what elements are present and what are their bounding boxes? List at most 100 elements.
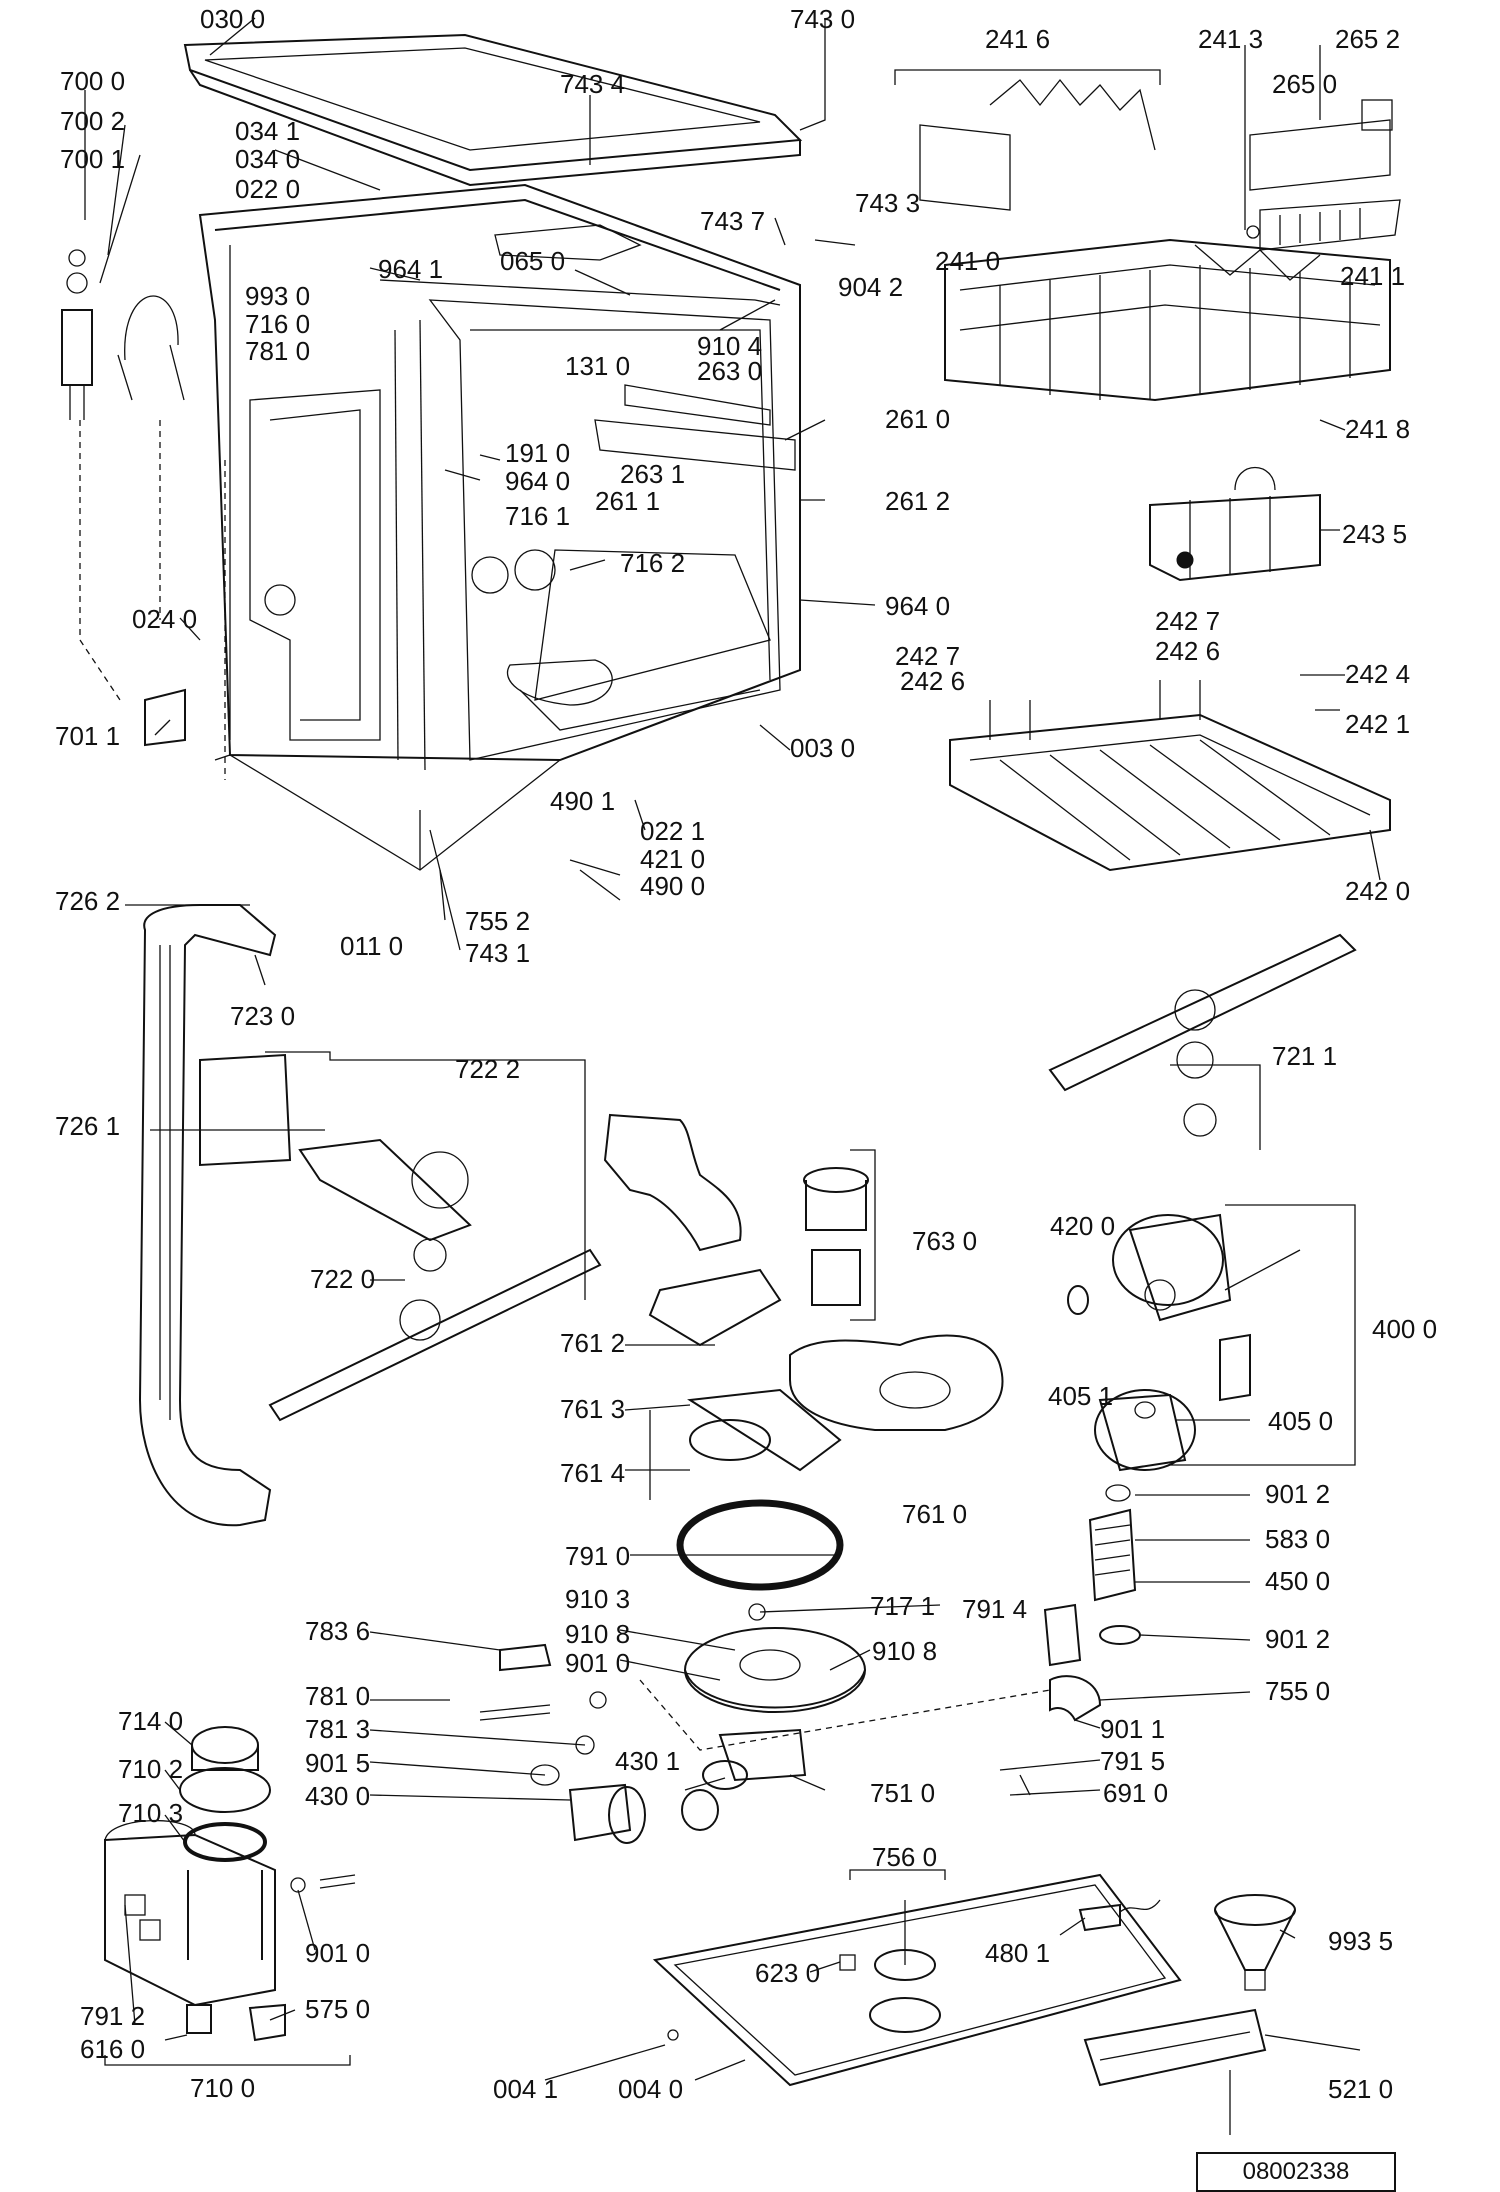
part-label: 721 1 bbox=[1272, 1041, 1337, 1071]
part-label: 781 0 bbox=[245, 336, 310, 366]
part-label: 726 2 bbox=[55, 886, 120, 916]
spray-arm-part bbox=[268, 933, 1357, 1422]
group-brackets bbox=[104, 69, 1356, 2066]
part-label: 575 0 bbox=[305, 1994, 370, 2024]
part-label: 243 5 bbox=[1342, 519, 1407, 549]
drain-pump-part bbox=[479, 1643, 646, 1844]
part-label: 034 1 bbox=[235, 116, 300, 146]
part-label: 242 7 bbox=[1155, 606, 1220, 636]
part-label: 743 3 bbox=[855, 188, 920, 218]
part-label: 910 3 bbox=[565, 1584, 630, 1614]
part-label: 263 0 bbox=[697, 356, 762, 386]
part-label: 716 2 bbox=[620, 548, 685, 578]
upper-basket-part bbox=[944, 238, 1391, 402]
part-label: 421 0 bbox=[640, 844, 705, 874]
part-label: 910 4 bbox=[697, 331, 762, 361]
part-label: 783 6 bbox=[305, 1616, 370, 1646]
part-label: 241 8 bbox=[1345, 414, 1410, 444]
part-label: 756 0 bbox=[872, 1842, 937, 1872]
part-label: 710 0 bbox=[190, 2073, 255, 2103]
part-label: 901 1 bbox=[1100, 1714, 1165, 1744]
part-label: 261 1 bbox=[595, 486, 660, 516]
part-label: 964 1 bbox=[378, 254, 443, 284]
reference-number: 08002338 bbox=[1196, 2152, 1396, 2192]
part-label: 717 1 bbox=[870, 1591, 935, 1621]
lower-basket-part bbox=[949, 680, 1391, 872]
part-label: 242 6 bbox=[1155, 636, 1220, 666]
part-label: 242 1 bbox=[1345, 709, 1410, 739]
part-label: 700 1 bbox=[60, 144, 125, 174]
part-label: 420 0 bbox=[1050, 1211, 1115, 1241]
cabinet-frame-part bbox=[198, 183, 801, 871]
part-label: 901 0 bbox=[565, 1648, 630, 1678]
part-label: 710 2 bbox=[118, 1754, 183, 1784]
part-label: 964 0 bbox=[505, 466, 570, 496]
part-label: 901 2 bbox=[1265, 1624, 1330, 1654]
part-label: 743 4 bbox=[560, 69, 625, 99]
part-label: 714 0 bbox=[118, 1706, 183, 1736]
part-label: 700 2 bbox=[60, 106, 125, 136]
part-label: 024 0 bbox=[132, 604, 197, 634]
part-label: 011 0 bbox=[340, 931, 403, 961]
part-label: 791 5 bbox=[1100, 1746, 1165, 1776]
part-label: 755 2 bbox=[465, 906, 530, 936]
part-label: 723 0 bbox=[230, 1001, 295, 1031]
control-panel-part bbox=[1083, 2008, 1267, 2087]
part-label: 241 1 bbox=[1340, 261, 1405, 291]
part-label: 901 2 bbox=[1265, 1479, 1330, 1509]
part-label: 993 5 bbox=[1328, 1926, 1393, 1956]
water-pipe-part bbox=[138, 904, 742, 1527]
part-label: 405 1 bbox=[1048, 1381, 1113, 1411]
appliance-parts-drawing bbox=[61, 17, 1401, 2135]
part-label: 722 0 bbox=[310, 1264, 375, 1294]
part-label: 242 6 bbox=[900, 666, 965, 696]
part-label: 743 0 bbox=[790, 4, 855, 34]
part-label: 490 0 bbox=[640, 871, 705, 901]
part-label: 761 4 bbox=[560, 1458, 625, 1488]
part-label: 065 0 bbox=[500, 246, 565, 276]
cutlery-basket-part bbox=[1149, 466, 1321, 582]
hose-part bbox=[639, 1508, 1141, 1751]
part-label: 242 7 bbox=[895, 641, 960, 671]
part-label: 521 0 bbox=[1328, 2074, 1393, 2104]
part-label: 781 0 bbox=[305, 1681, 370, 1711]
part-label: 726 1 bbox=[55, 1111, 120, 1141]
part-label: 623 0 bbox=[755, 1958, 820, 1988]
part-label: 450 0 bbox=[1265, 1566, 1330, 1596]
part-label: 030 0 bbox=[200, 4, 265, 34]
part-label: 743 7 bbox=[700, 206, 765, 236]
part-label: 131 0 bbox=[565, 351, 630, 381]
part-label: 722 2 bbox=[455, 1054, 520, 1084]
part-label: 910 8 bbox=[872, 1636, 937, 1666]
water-inlet-part bbox=[61, 249, 186, 747]
part-label: 616 0 bbox=[80, 2034, 145, 2064]
part-label: 034 0 bbox=[235, 144, 300, 174]
part-label: 761 2 bbox=[560, 1328, 625, 1358]
part-label: 241 6 bbox=[985, 24, 1050, 54]
part-label: 261 2 bbox=[885, 486, 950, 516]
part-label: 710 3 bbox=[118, 1798, 183, 1828]
part-label: 901 5 bbox=[305, 1748, 370, 1778]
top-lid-part bbox=[183, 33, 803, 187]
sump-bottom-part bbox=[681, 1603, 866, 1831]
part-label: 901 0 bbox=[305, 1938, 370, 1968]
part-label: 761 3 bbox=[560, 1394, 625, 1424]
part-label: 993 0 bbox=[245, 281, 310, 311]
part-label: 242 0 bbox=[1345, 876, 1410, 906]
part-label: 430 1 bbox=[615, 1746, 680, 1776]
part-label: 480 1 bbox=[985, 1938, 1050, 1968]
part-label: 751 0 bbox=[870, 1778, 935, 1808]
part-label: 691 0 bbox=[1103, 1778, 1168, 1808]
part-label: 405 0 bbox=[1268, 1406, 1333, 1436]
part-label: 004 0 bbox=[618, 2074, 683, 2104]
part-label: 716 1 bbox=[505, 501, 570, 531]
part-label: 964 0 bbox=[885, 591, 950, 621]
base-tray-part bbox=[652, 1873, 1182, 2087]
part-label: 261 0 bbox=[885, 404, 950, 434]
part-label: 701 1 bbox=[55, 721, 120, 751]
part-label: 781 3 bbox=[305, 1714, 370, 1744]
part-label: 265 0 bbox=[1272, 69, 1337, 99]
part-label: 241 0 bbox=[935, 246, 1000, 276]
